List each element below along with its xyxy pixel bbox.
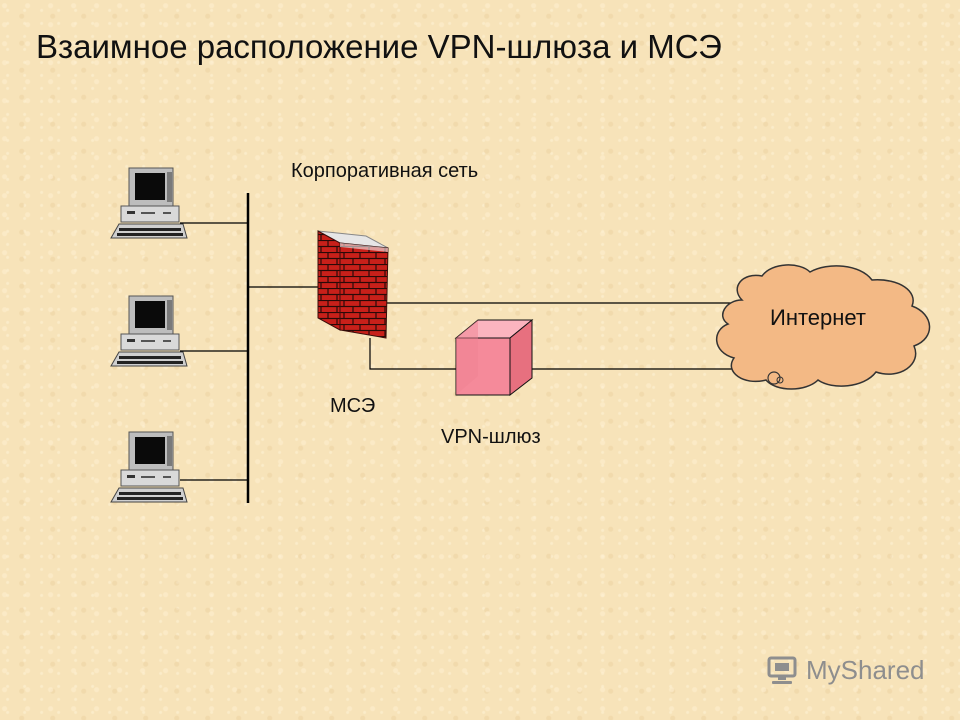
- computer-icon-3: [110, 431, 188, 503]
- firewall-icon: [317, 230, 389, 339]
- computer-icon-2: [110, 295, 188, 367]
- corporate-network-label: Корпоративная сеть: [291, 160, 479, 182]
- computer-icon-1: [110, 167, 188, 239]
- internet-cloud-icon: [716, 264, 931, 390]
- computer-logo-icon: [767, 656, 797, 684]
- internet-label: Интернет: [770, 305, 866, 330]
- slide-title: Взаимное расположение VPN-шлюза и МСЭ: [36, 28, 722, 65]
- watermark-text: MyShared: [806, 655, 925, 685]
- firewall-vpn-link: [369, 338, 456, 370]
- firewall-label: МСЭ: [330, 395, 376, 417]
- vpn-gateway-box-icon: [454, 318, 534, 397]
- watermark-logo: MyShared: [766, 655, 925, 686]
- vpn-gateway-label: VPN-шлюз: [441, 426, 541, 448]
